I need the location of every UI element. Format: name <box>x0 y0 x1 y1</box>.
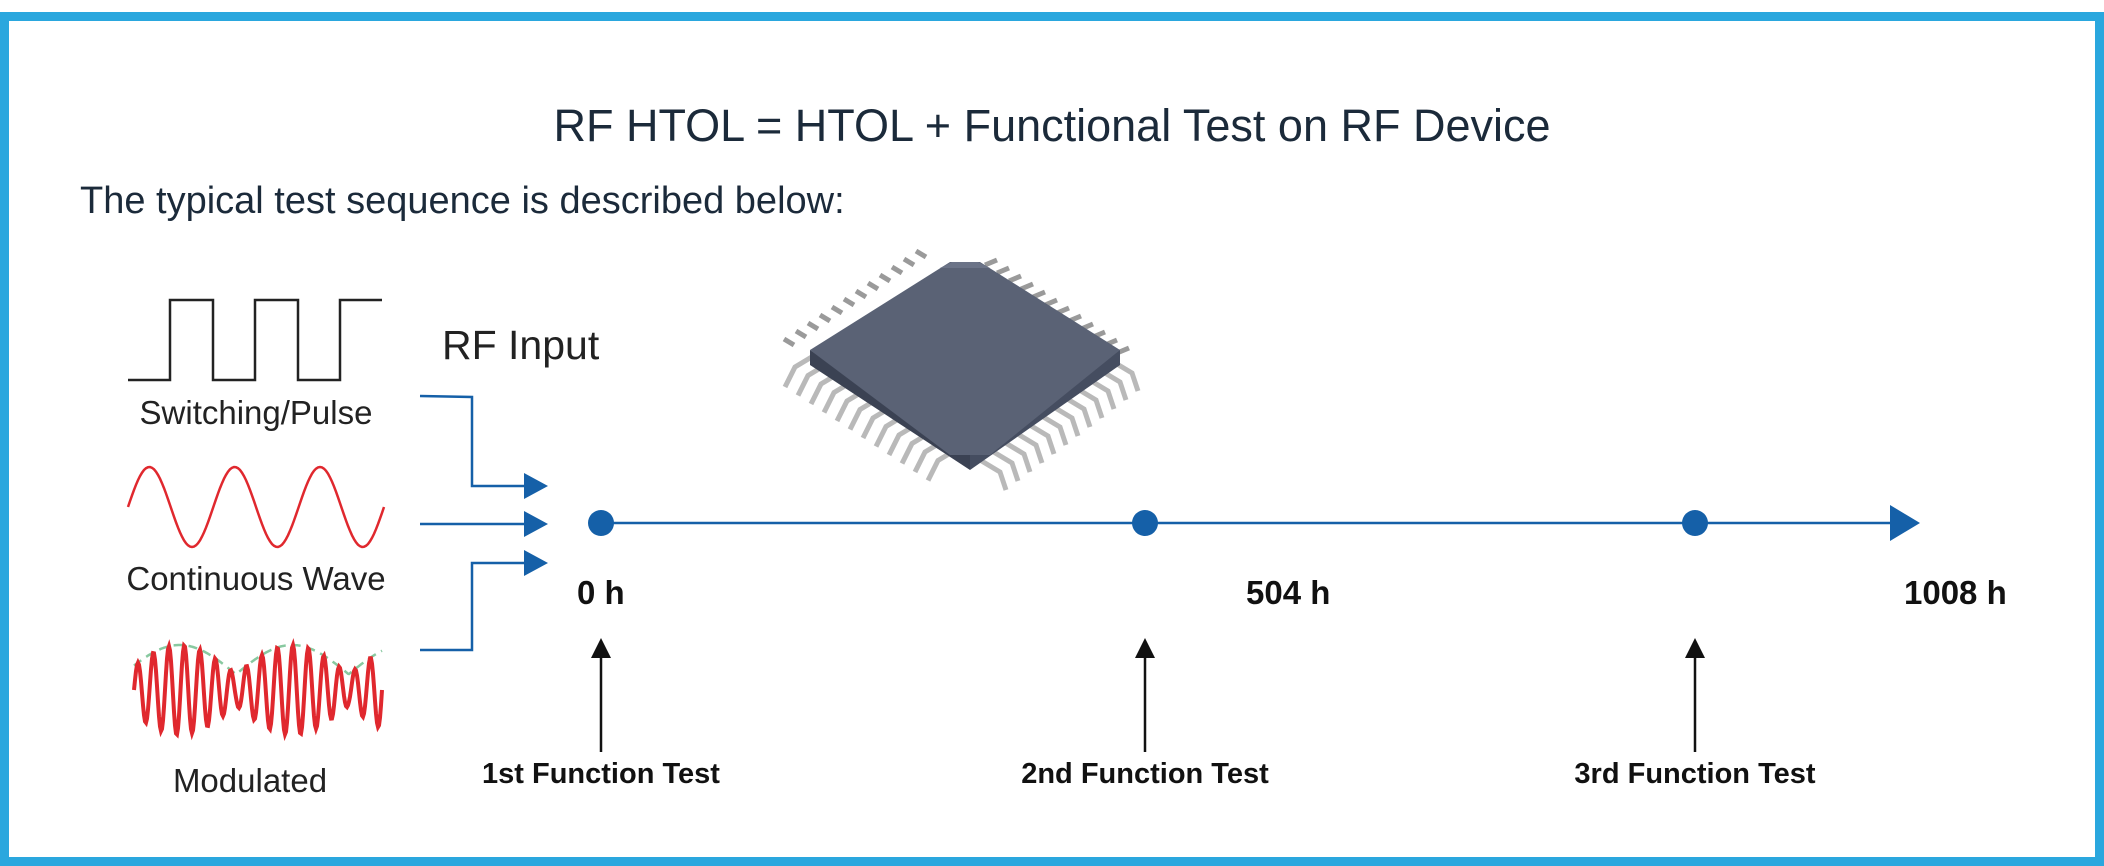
chip-pin <box>1062 394 1093 428</box>
chip-pin <box>1002 439 1033 473</box>
rf-chip-icon <box>782 248 1141 491</box>
waveform-label-continuous: Continuous Wave <box>126 560 386 597</box>
timeline-arrowhead <box>1890 505 1920 541</box>
chip-pin <box>1074 385 1105 419</box>
function-test-label-1: 1st Function Test <box>482 758 720 790</box>
chip-pin <box>914 248 928 260</box>
function-test-arrowhead-1 <box>591 638 611 658</box>
chip-pin <box>830 304 844 316</box>
chip-pin <box>1014 430 1045 464</box>
chip-pin <box>854 288 868 300</box>
chip-pin <box>782 352 817 389</box>
timeline-marker-label-504: 504 h <box>1246 574 1331 611</box>
chip-pin <box>794 328 808 340</box>
waveform-label-pulse: Switching/Pulse <box>139 394 373 431</box>
chip-pin <box>990 448 1021 482</box>
chip-pin <box>1086 376 1117 410</box>
pulse-input-arrow <box>419 394 532 488</box>
rf-input-label: RF Input <box>442 322 600 368</box>
chip-pin <box>978 457 1009 491</box>
chip-pin <box>902 256 916 268</box>
waveform-label-modulated: Modulated <box>172 762 328 799</box>
sine-wave-icon <box>126 465 386 549</box>
chip-pin <box>1020 281 1034 292</box>
diagram-title: RF HTOL = HTOL + Functional Test on RF D… <box>553 100 1551 151</box>
chip-pin <box>806 320 820 332</box>
timeline-marker-label-0: 0 h <box>577 574 625 611</box>
chip-pin <box>1032 289 1046 300</box>
timeline-marker-label-1008: 1008 h <box>1904 574 2007 611</box>
chip-pin <box>1008 273 1022 284</box>
modulated-input-arrowhead <box>524 550 548 576</box>
diagram-subtitle: The typical test sequence is described b… <box>80 180 845 222</box>
timeline-node-504 <box>1132 510 1158 536</box>
chip-pin <box>996 265 1010 276</box>
continuous-input-arrowhead <box>524 511 548 537</box>
timeline-node-1008 <box>1682 510 1708 536</box>
chip-pin <box>1038 412 1069 446</box>
chip-pin <box>1026 421 1057 455</box>
function-test-label-3: 3rd Function Test <box>1574 758 1816 790</box>
chip-pin <box>1050 403 1081 437</box>
pulse-wave-icon <box>128 298 382 382</box>
timeline-node-0 <box>588 510 614 536</box>
function-test-arrowhead-2 <box>1135 638 1155 658</box>
diagram-frame <box>0 12 2104 866</box>
function-test-arrowhead-3 <box>1685 638 1705 658</box>
modulation-envelope-icon <box>133 643 383 676</box>
chip-pin <box>984 257 998 268</box>
modulated-wave-icon <box>132 638 384 742</box>
chip-pin <box>866 280 880 292</box>
chip-pin <box>782 336 796 348</box>
chip-pin <box>890 264 904 276</box>
function-test-label-2: 2nd Function Test <box>1021 758 1269 790</box>
pulse-input-arrowhead <box>524 473 548 499</box>
chip-pin <box>842 296 856 308</box>
modulated-input-arrow <box>420 561 532 652</box>
chip-pin <box>818 312 832 324</box>
chip-pin <box>878 272 892 284</box>
